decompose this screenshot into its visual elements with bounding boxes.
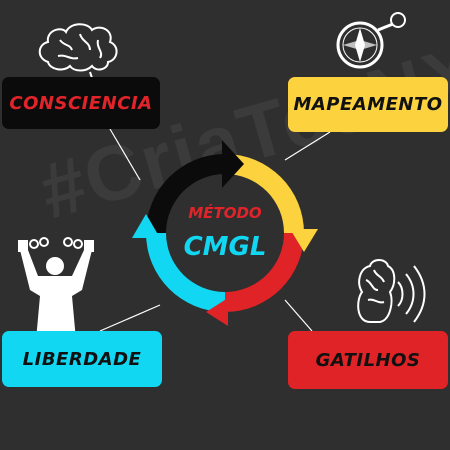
stage-box-gatilhos: GATILHOS: [288, 331, 448, 389]
stage-box-mapeamento: MAPEAMENTO: [288, 77, 448, 132]
arrow-consciencia-to-mapeamento: [222, 140, 244, 188]
connector-mapeamento: [284, 131, 331, 161]
compass-icon: [336, 12, 406, 69]
ring-segment-liberdade: [146, 233, 225, 312]
brain-icon: [38, 23, 118, 79]
connector-liberdade: [99, 304, 161, 332]
stage-label-mapeamento: MAPEAMENTO: [293, 94, 443, 115]
ring-segment-gatilhos: [225, 233, 304, 312]
arrow-gatilhos-to-liberdade: [206, 298, 228, 326]
stage-label-gatilhos: GATILHOS: [315, 349, 421, 371]
connector-gatilhos: [284, 299, 313, 332]
stage-label-consciencia: CONSCIENCIA: [9, 92, 153, 114]
stage-box-consciencia: CONSCIENCIA: [2, 77, 160, 129]
ring-segment-mapeamento: [225, 154, 304, 233]
broken-chains-person-icon: [18, 237, 94, 340]
center-title-cmgl: CMGL: [183, 232, 267, 262]
stage-label-liberdade: LIBERDADE: [22, 348, 142, 370]
connector-consciencia: [109, 128, 141, 181]
stage-box-liberdade: LIBERDADE: [2, 331, 162, 387]
arrow-liberdade-to-consciencia: [132, 214, 160, 238]
arrow-mapeamento-to-gatilhos: [290, 229, 318, 252]
ring-segment-consciencia: [146, 154, 225, 233]
sound-head-icon: [357, 259, 426, 323]
center-title-metodo: MÉTODO: [188, 204, 262, 222]
